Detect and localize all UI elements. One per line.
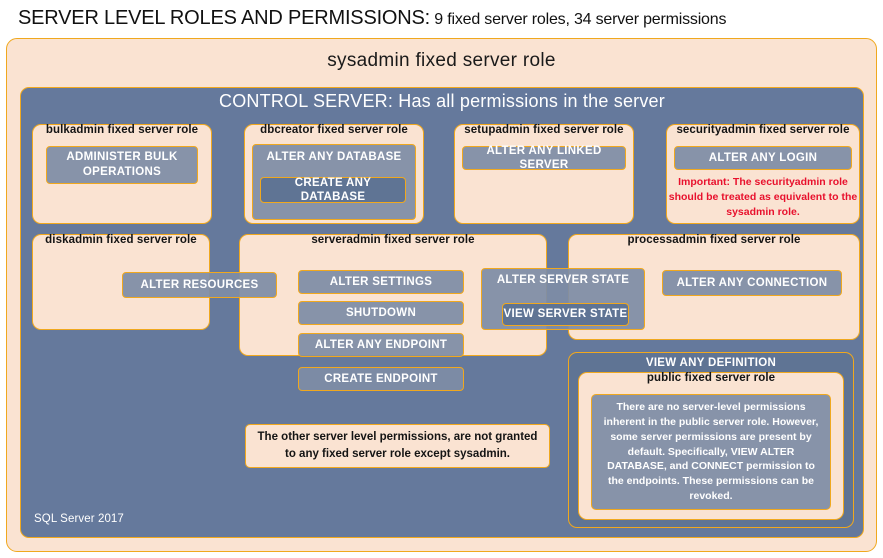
permission-create-any-database[interactable]: CREATE ANY DATABASE	[260, 177, 406, 203]
role-label-processadmin: processadmin fixed server role	[627, 234, 801, 246]
page-title-rest: 9 fixed server roles, 34 server permissi…	[430, 11, 727, 28]
permission-shutdown[interactable]: SHUTDOWN	[298, 301, 464, 325]
role-label-bulkadmin: bulkadmin fixed server role	[45, 124, 199, 136]
footnote-other-permissions: The other server level permissions, are …	[245, 424, 550, 468]
permission-alter-any-linked-server[interactable]: ALTER ANY LINKED SERVER	[462, 145, 626, 171]
permission-alter-settings[interactable]: ALTER SETTINGS	[298, 270, 464, 294]
role-label-setupadmin: setupadmin fixed server role	[464, 124, 624, 136]
page-title: SERVER LEVEL ROLES AND PERMISSIONS: 9 fi…	[18, 7, 868, 33]
role-label-dbcreator: dbcreator fixed server role	[260, 124, 408, 136]
role-card-securityadmin[interactable]	[666, 124, 860, 224]
permission-create-endpoint[interactable]: CREATE ENDPOINT	[298, 367, 464, 391]
securityadmin-warning-text: Important: The securityadmin role should…	[668, 176, 858, 219]
role-label-diskadmin: diskadmin fixed server role	[45, 234, 197, 246]
permission-alter-any-connection[interactable]: ALTER ANY CONNECTION	[662, 270, 842, 296]
permission-view-server-state[interactable]: VIEW SERVER STATE	[502, 303, 629, 326]
control-server-label: CONTROL SERVER: Has all permissions in t…	[219, 91, 665, 111]
permission-alter-any-endpoint[interactable]: ALTER ANY ENDPOINT	[298, 333, 464, 357]
permission-alter-resources[interactable]: ALTER RESOURCES	[122, 272, 277, 298]
permission-alter-any-login[interactable]: ALTER ANY LOGIN	[674, 146, 852, 170]
permission-administer-bulk-operations[interactable]: ADMINISTER BULK OPERATIONS	[46, 146, 198, 184]
page-title-strong: SERVER LEVEL ROLES AND PERMISSIONS:	[18, 7, 431, 29]
role-label-public: public fixed server role	[646, 372, 776, 384]
permission-view-any-definition: VIEW ANY DEFINITION	[645, 357, 777, 369]
role-label-securityadmin: securityadmin fixed server role	[676, 124, 850, 136]
public-role-description: There are no server-level permissions in…	[591, 394, 831, 510]
role-card-setupadmin[interactable]	[454, 124, 634, 224]
sysadmin-role-label: sysadmin fixed server role	[327, 50, 556, 71]
sql-server-version-label: SQL Server 2017	[34, 513, 124, 525]
role-label-serveradmin: serveradmin fixed server role	[311, 234, 475, 246]
